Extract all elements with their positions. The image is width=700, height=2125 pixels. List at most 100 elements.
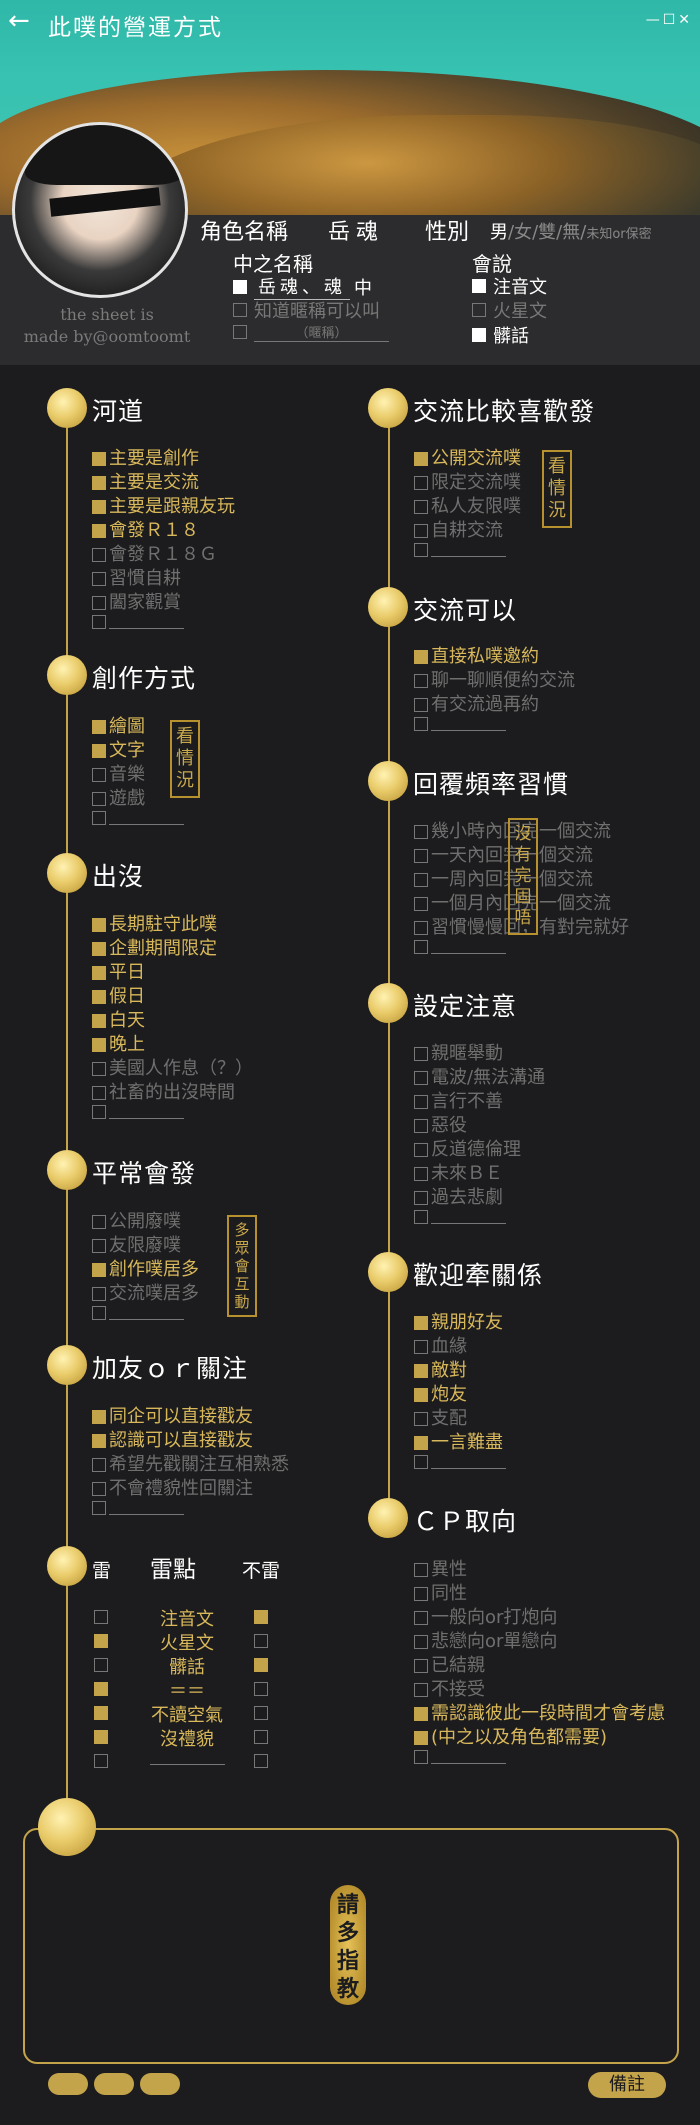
mine-checkbox[interactable] (94, 1610, 108, 1624)
option-row[interactable]: 假日 (92, 985, 145, 1009)
option-row[interactable]: 希望先戳關注互相熟悉 (92, 1453, 289, 1477)
option-row[interactable]: 平日 (92, 961, 145, 985)
checkbox[interactable] (414, 1707, 428, 1721)
checkbox[interactable] (414, 1659, 428, 1673)
option-row[interactable]: 幾小時內回完一個交流 (414, 820, 611, 844)
checkbox[interactable] (92, 768, 106, 782)
checkbox[interactable] (92, 966, 106, 980)
checkbox[interactable] (472, 328, 486, 342)
checkbox[interactable] (414, 1388, 428, 1402)
checkbox[interactable] (414, 1167, 428, 1181)
option-row[interactable]: 聊一聊順便約交流 (414, 669, 575, 693)
option-row[interactable]: 會發Ｒ１８ (92, 519, 199, 543)
option-row[interactable]: 親朋好友 (414, 1311, 503, 1335)
checkbox[interactable] (92, 942, 106, 956)
option-row[interactable]: 電波/無法溝通 (414, 1066, 545, 1090)
not-mine-checkbox[interactable] (254, 1706, 268, 1720)
checkbox[interactable] (414, 921, 428, 935)
checkbox[interactable] (414, 1731, 428, 1745)
mine-checkbox[interactable] (94, 1658, 108, 1672)
option-row[interactable]: 支配 (414, 1407, 467, 1431)
option-row[interactable]: 會發Ｒ１８Ｇ (92, 543, 217, 567)
checkbox[interactable] (414, 524, 428, 538)
option-row[interactable]: 反道德倫理 (414, 1138, 521, 1162)
option-row[interactable]: 悲戀向or單戀向 (414, 1630, 557, 1654)
checkbox[interactable] (414, 1095, 428, 1109)
option-row[interactable]: 敵對 (414, 1359, 467, 1383)
checkbox[interactable] (92, 1482, 106, 1496)
option-row[interactable] (414, 543, 506, 557)
checkbox[interactable] (92, 500, 106, 514)
checkbox[interactable] (414, 476, 428, 490)
option-row[interactable]: 友限廢噗 (92, 1234, 181, 1258)
lang-row[interactable]: 髒話 (472, 322, 529, 348)
checkbox[interactable] (414, 1683, 428, 1697)
checkbox[interactable] (414, 1071, 428, 1085)
option-row[interactable]: (中之以及角色都需要) (414, 1726, 607, 1750)
checkbox[interactable] (92, 476, 106, 490)
checkbox[interactable] (414, 500, 428, 514)
checkbox[interactable] (92, 1105, 106, 1119)
nick-row[interactable]: （暱稱） (233, 322, 389, 342)
option-row[interactable]: 異性 (414, 1558, 467, 1582)
back-arrow-icon[interactable]: ← (8, 6, 30, 36)
checkbox[interactable] (414, 717, 428, 731)
checkbox[interactable] (414, 873, 428, 887)
option-row[interactable]: 炮友 (414, 1383, 467, 1407)
option-row[interactable]: 一周內回完一個交流 (414, 868, 593, 892)
checkbox[interactable] (414, 1436, 428, 1450)
option-row[interactable]: 社畜的出沒時間 (92, 1081, 235, 1105)
checkbox[interactable] (414, 849, 428, 863)
option-row[interactable]: 闔家觀賞 (92, 591, 181, 615)
option-row[interactable]: 音樂 (92, 763, 145, 787)
page-pill-1[interactable] (48, 2073, 88, 2095)
option-row[interactable]: 企劃期間限定 (92, 937, 217, 961)
mine-checkbox[interactable] (94, 1754, 108, 1768)
not-mine-checkbox[interactable] (254, 1658, 268, 1672)
option-row[interactable] (414, 940, 506, 954)
option-row[interactable]: 直接私噗邀約 (414, 645, 539, 669)
checkbox[interactable] (414, 1611, 428, 1625)
option-row[interactable]: 主要是創作 (92, 447, 199, 471)
checkbox[interactable] (414, 1191, 428, 1205)
remark-button[interactable]: 備註 (588, 2072, 666, 2098)
mine-checkbox[interactable] (94, 1730, 108, 1744)
option-row[interactable]: 需認識彼此一段時間才會考慮 (414, 1702, 665, 1726)
option-row[interactable]: 公開廢噗 (92, 1210, 181, 1234)
option-row[interactable]: 血緣 (414, 1335, 467, 1359)
option-row[interactable]: 一天內回完一個交流 (414, 844, 593, 868)
option-row[interactable] (92, 1306, 184, 1320)
option-row[interactable]: 長期駐守此噗 (92, 913, 217, 937)
close-icon[interactable]: ✕ (678, 12, 690, 28)
checkbox[interactable] (414, 1143, 428, 1157)
checkbox[interactable] (92, 1458, 106, 1472)
checkbox[interactable] (92, 615, 106, 629)
option-row[interactable]: 親暱舉動 (414, 1042, 503, 1066)
option-row[interactable] (414, 717, 506, 731)
checkbox[interactable] (472, 303, 486, 317)
checkbox[interactable] (233, 325, 247, 339)
not-mine-checkbox[interactable] (254, 1730, 268, 1744)
option-row[interactable]: 言行不善 (414, 1090, 503, 1114)
checkbox[interactable] (92, 548, 106, 562)
minimize-icon[interactable]: — (645, 12, 660, 28)
checkbox[interactable] (92, 1038, 106, 1052)
checkbox[interactable] (414, 1340, 428, 1354)
mine-checkbox[interactable] (94, 1634, 108, 1648)
option-row[interactable]: 過去悲劇 (414, 1186, 503, 1210)
option-row[interactable]: 一般向or打炮向 (414, 1606, 557, 1630)
option-row[interactable]: 晚上 (92, 1033, 145, 1057)
checkbox[interactable] (92, 720, 106, 734)
checkbox[interactable] (414, 1455, 428, 1469)
not-mine-checkbox[interactable] (254, 1754, 268, 1768)
checkbox[interactable] (414, 674, 428, 688)
checkbox[interactable] (92, 811, 106, 825)
checkbox[interactable] (414, 1047, 428, 1061)
checkbox[interactable] (92, 1306, 106, 1320)
checkbox[interactable] (414, 698, 428, 712)
checkbox[interactable] (233, 279, 247, 294)
checkbox[interactable] (92, 1215, 106, 1229)
option-row[interactable]: 不接受 (414, 1678, 485, 1702)
checkbox[interactable] (414, 543, 428, 557)
lang-row[interactable]: 注音文 (472, 273, 547, 299)
